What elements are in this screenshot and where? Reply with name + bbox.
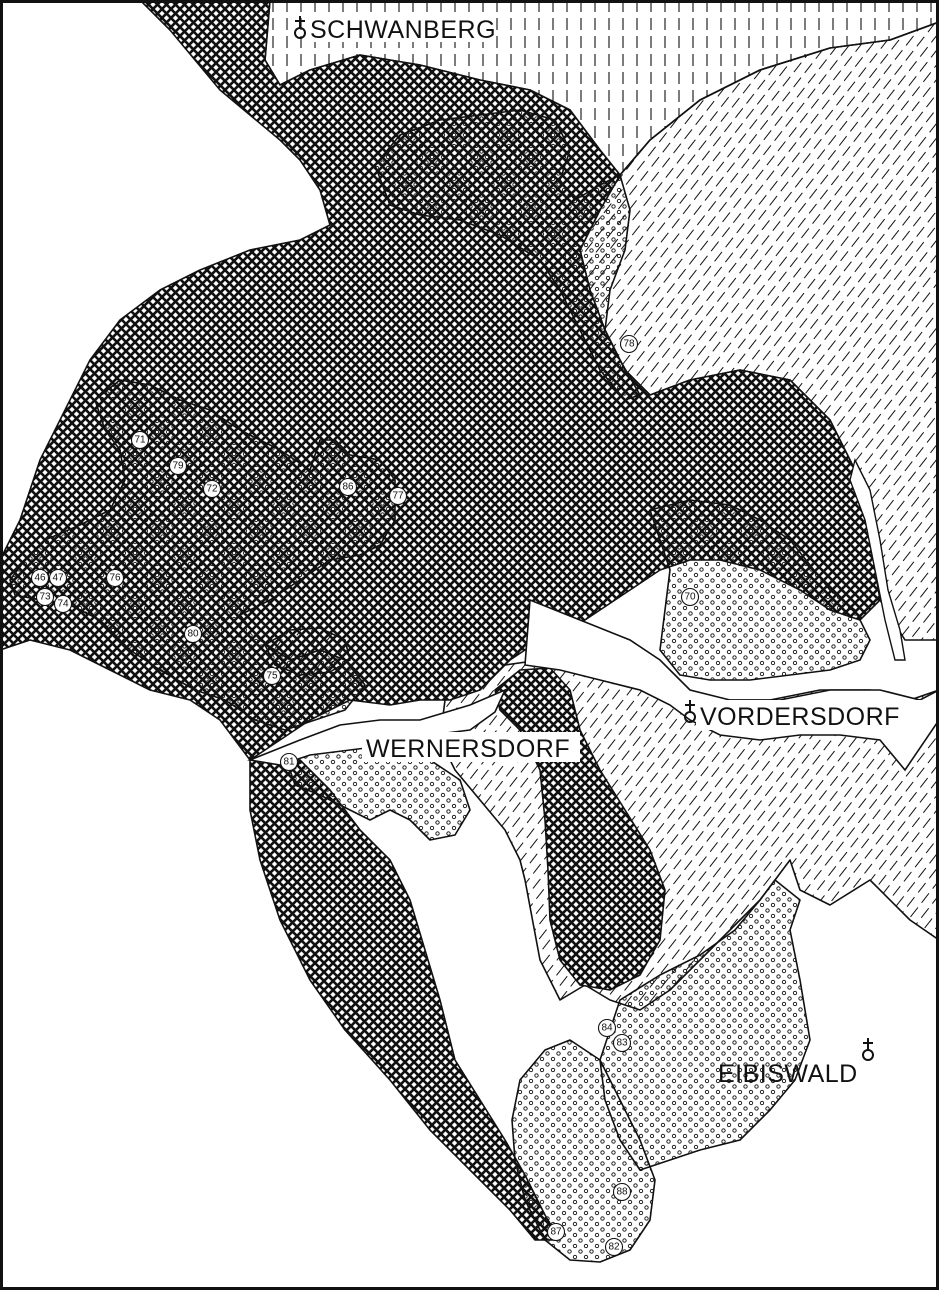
site-marker-circle: [546, 1222, 566, 1242]
site-marker: 81: [279, 752, 299, 772]
site-marker-circle: [597, 1018, 617, 1038]
zone-diagonal-dashes-inset: [264, 627, 351, 676]
site-marker: 83: [612, 1033, 632, 1053]
site-marker: 46: [30, 568, 50, 588]
site-marker-label: 84: [601, 1023, 613, 1034]
site-marker-label: 83: [616, 1038, 628, 1049]
site-marker-label: 46: [34, 573, 46, 584]
site-marker-label: 71: [134, 435, 146, 446]
site-marker-label: 47: [52, 573, 64, 584]
site-marker-label: 88: [616, 1187, 628, 1198]
site-marker: 78: [619, 334, 639, 354]
site-marker-label: 79: [172, 461, 184, 472]
site-marker: 71: [130, 430, 150, 450]
site-marker-label: 74: [57, 599, 69, 610]
site-marker-circle: [604, 1237, 624, 1257]
site-marker: 70: [680, 587, 700, 607]
schwanberg-symbol: [294, 16, 306, 39]
site-marker-circle: [168, 456, 188, 476]
site-marker: 86: [338, 477, 358, 497]
zone-dots-farsouth: [511, 1039, 656, 1263]
zone-dots-east: [649, 499, 871, 681]
site-marker-circle: [35, 587, 55, 607]
site-marker-circle: [680, 587, 700, 607]
site-marker-circle: [105, 568, 125, 588]
site-marker: 79: [168, 456, 188, 476]
site-marker-label: 70: [684, 592, 696, 603]
site-marker: 47: [48, 568, 68, 588]
site-marker-label: 87: [550, 1227, 562, 1238]
site-marker-circle: [130, 430, 150, 450]
schwanberg-label-bg: [306, 12, 486, 42]
site-marker-label: 78: [623, 339, 635, 350]
site-marker-circle: [279, 752, 299, 772]
wernersdorf-label-bg: [362, 732, 580, 762]
site-marker: 82: [604, 1237, 624, 1257]
site-marker-circle: [48, 568, 68, 588]
site-marker-circle: [53, 594, 73, 614]
eibiswald-symbol: [862, 1038, 874, 1061]
river-lower: [247, 688, 507, 766]
site-marker: 84: [597, 1018, 617, 1038]
site-marker-label: 82: [608, 1242, 620, 1253]
site-marker-circle: [612, 1182, 632, 1202]
site-marker-label: 80: [187, 629, 199, 640]
site-marker: 72: [202, 479, 222, 499]
site-marker-circle: [262, 666, 282, 686]
site-marker-circle: [183, 624, 203, 644]
site-marker-label: 76: [109, 573, 121, 584]
site-marker-circle: [338, 477, 358, 497]
site-marker: 74: [53, 594, 73, 614]
site-marker: 87: [546, 1222, 566, 1242]
place-label-schwanberg: SCHWANBERG: [310, 16, 496, 44]
site-marker: 80: [183, 624, 203, 644]
site-marker-circle: [202, 479, 222, 499]
site-marker-label: 72: [206, 484, 218, 495]
stream-east: [849, 457, 906, 661]
site-marker-label: 86: [342, 482, 354, 493]
site-marker-label: 77: [392, 491, 404, 502]
site-marker-label: 81: [283, 757, 295, 768]
site-marker-label: 73: [39, 592, 51, 603]
site-marker: 76: [105, 568, 125, 588]
site-marker: 75: [262, 666, 282, 686]
site-marker-circle: [30, 568, 50, 588]
site-marker-circle: [612, 1033, 632, 1053]
site-marker: 88: [612, 1182, 632, 1202]
site-marker-circle: [388, 486, 408, 506]
vordersdorf-label-bg: [696, 700, 926, 730]
settlement-church-symbol: [294, 16, 874, 1061]
site-marker-circle: [619, 334, 639, 354]
place-label-wernersdorf: WERNERSDORF: [366, 735, 570, 763]
site-marker: 77: [388, 486, 408, 506]
site-marker-label: 75: [266, 671, 278, 682]
zone-dots-north: [374, 109, 641, 401]
place-label-eibiswald: EIBISWALD: [718, 1060, 858, 1088]
site-marker: 73: [35, 587, 55, 607]
place-label-vordersdorf: VORDERSDORF: [700, 703, 900, 731]
vordersdorf-symbol: [684, 700, 696, 723]
